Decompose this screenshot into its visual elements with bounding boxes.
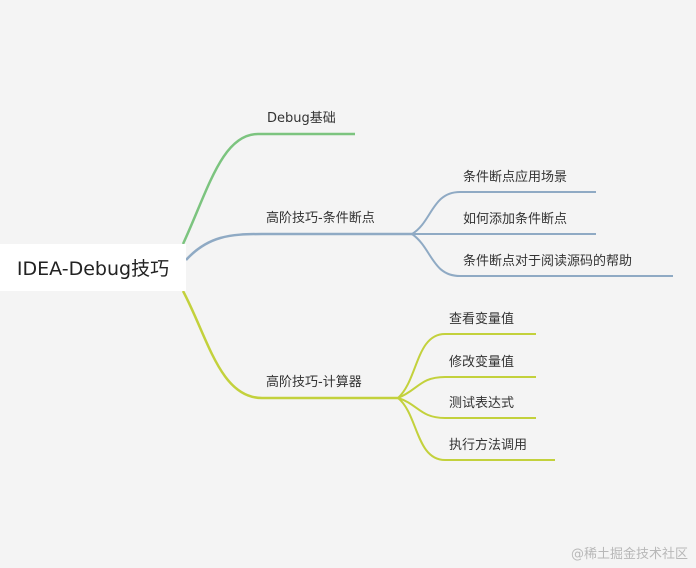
root-node[interactable]: IDEA-Debug技巧 (0, 244, 186, 291)
leaf-node-conditional-usecase[interactable]: 条件断点应用场景 (463, 170, 567, 186)
link-branch-3-child-2 (397, 376, 536, 399)
branch-node-debug-basics[interactable]: Debug基础 (267, 111, 336, 127)
link-root-branch-2 (185, 232, 412, 261)
link-root-branch-1 (181, 132, 355, 245)
leaf-node-view-variable[interactable]: 查看变量值 (449, 312, 514, 328)
link-branch-2-child-1 (411, 191, 596, 235)
leaf-node-add-conditional[interactable]: 如何添加条件断点 (463, 212, 567, 228)
leaf-node-label: 执行方法调用 (449, 438, 528, 453)
leaf-node-label: 测试表达式 (449, 396, 515, 411)
leaf-node-label: 如何添加条件断点 (463, 212, 568, 227)
link-branch-2-child-3 (411, 233, 673, 277)
root-node-label: IDEA-Debug技巧 (16, 258, 170, 280)
leaf-node-label: 查看变量值 (449, 312, 515, 327)
leaf-node-label: 条件断点应用场景 (463, 170, 568, 185)
branch-node-conditional-breakpoint[interactable]: 高阶技巧-条件断点 (266, 211, 375, 227)
branch-node-evaluator[interactable]: 高阶技巧-计算器 (266, 375, 362, 391)
leaf-node-test-expression[interactable]: 测试表达式 (449, 396, 514, 412)
link-branch-3-child-1 (397, 333, 536, 399)
link-root-branch-3 (181, 290, 398, 400)
branch-node-label: 高阶技巧-计算器 (266, 375, 362, 390)
leaf-node-conditional-source-reading[interactable]: 条件断点对于阅读源码的帮助 (463, 254, 632, 270)
link-branch-3-child-3 (397, 397, 536, 419)
watermark: @稀土掘金技术社区 (570, 547, 688, 562)
leaf-node-method-invocation[interactable]: 执行方法调用 (449, 438, 527, 454)
leaf-node-label: 条件断点对于阅读源码的帮助 (463, 254, 633, 269)
link-branch-3-child-4 (397, 397, 555, 461)
branch-node-label: 高阶技巧-条件断点 (266, 211, 375, 226)
leaf-node-label: 修改变量值 (449, 355, 515, 370)
branch-node-label: Debug基础 (267, 111, 336, 126)
leaf-node-modify-variable[interactable]: 修改变量值 (449, 355, 514, 371)
